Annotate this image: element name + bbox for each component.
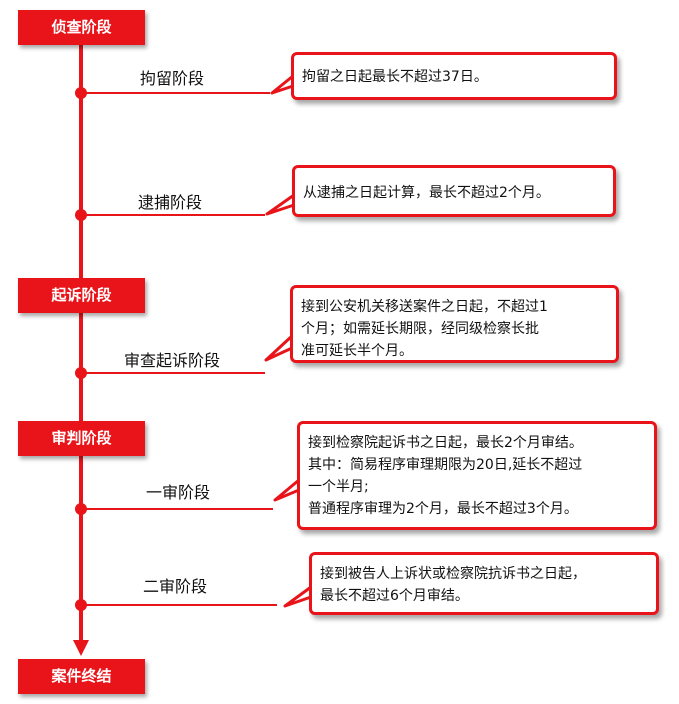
callout-second-instance: 接到被告人上诉状或检察院抗诉书之日起， 最长不超过6个月审结。 — [309, 552, 659, 615]
substage-review-label: 审查起诉阶段 — [124, 351, 221, 370]
callout-arrest: 从逮捕之日起计算，最长不超过2个月。 — [292, 165, 616, 217]
timeline-dot — [75, 599, 87, 611]
callout-text-line: 接到公安机关移送案件之日起，不超过1 — [301, 299, 548, 315]
substage-second-instance-label: 二审阶段 — [143, 577, 208, 596]
callout-text-line: 个月；如需延长期限，经同级检察长批 — [301, 321, 539, 337]
callout-text-line: 接到检察院起诉书之日起，最长2个月审结。 — [308, 435, 583, 451]
stage-prosecution: 起诉阶段 — [18, 278, 145, 313]
callout-text-line: 一个半月; — [308, 479, 369, 495]
callout-pointer — [270, 74, 295, 95]
callout-pointer — [265, 193, 296, 216]
callout-pointer — [273, 478, 301, 502]
callout-text-line: 接到被告人上诉状或检察院抗诉书之日起， — [320, 566, 586, 582]
callout-review: 接到公安机关移送案件之日起，不超过1 个月；如需延长期限，经同级检察长批 准可延… — [290, 285, 619, 363]
timeline-dot — [75, 87, 87, 99]
substage-arrest-label: 逮捕阶段 — [138, 193, 203, 212]
callout-first-instance: 接到检察院起诉书之日起，最长2个月审结。 其中：简易程序审理期限为20日,延长不… — [297, 421, 657, 530]
callout-text-line: 其中：简易程序审理期限为20日,延长不超过 — [308, 457, 583, 473]
timeline-arrowhead — [73, 640, 89, 656]
stage-trial: 审判阶段 — [18, 421, 145, 456]
timeline-dot — [75, 367, 87, 379]
stage-investigation: 侦查阶段 — [18, 10, 145, 45]
callout-text-line: 普通程序审理为2个月，最长不超过3个月。 — [308, 501, 578, 517]
callout-text-line: 拘留之日起最长不超过37日。 — [302, 69, 488, 85]
callout-text-line: 从逮捕之日起计算，最长不超过2个月。 — [303, 185, 550, 201]
timeline-dot — [75, 209, 87, 221]
stage-case-closed: 案件终结 — [18, 659, 145, 694]
callout-pointer — [264, 334, 294, 362]
substage-first-instance-label: 一审阶段 — [146, 483, 211, 502]
callout-text-line: 准可延长半个月。 — [301, 343, 413, 359]
timeline-dot — [75, 503, 87, 515]
substage-detention-label: 拘留阶段 — [140, 69, 205, 88]
callout-detention: 拘留之日起最长不超过37日。 — [291, 52, 617, 100]
callout-text-line: 最长不超过6个月审结。 — [320, 588, 469, 604]
callout-pointer — [283, 585, 313, 608]
